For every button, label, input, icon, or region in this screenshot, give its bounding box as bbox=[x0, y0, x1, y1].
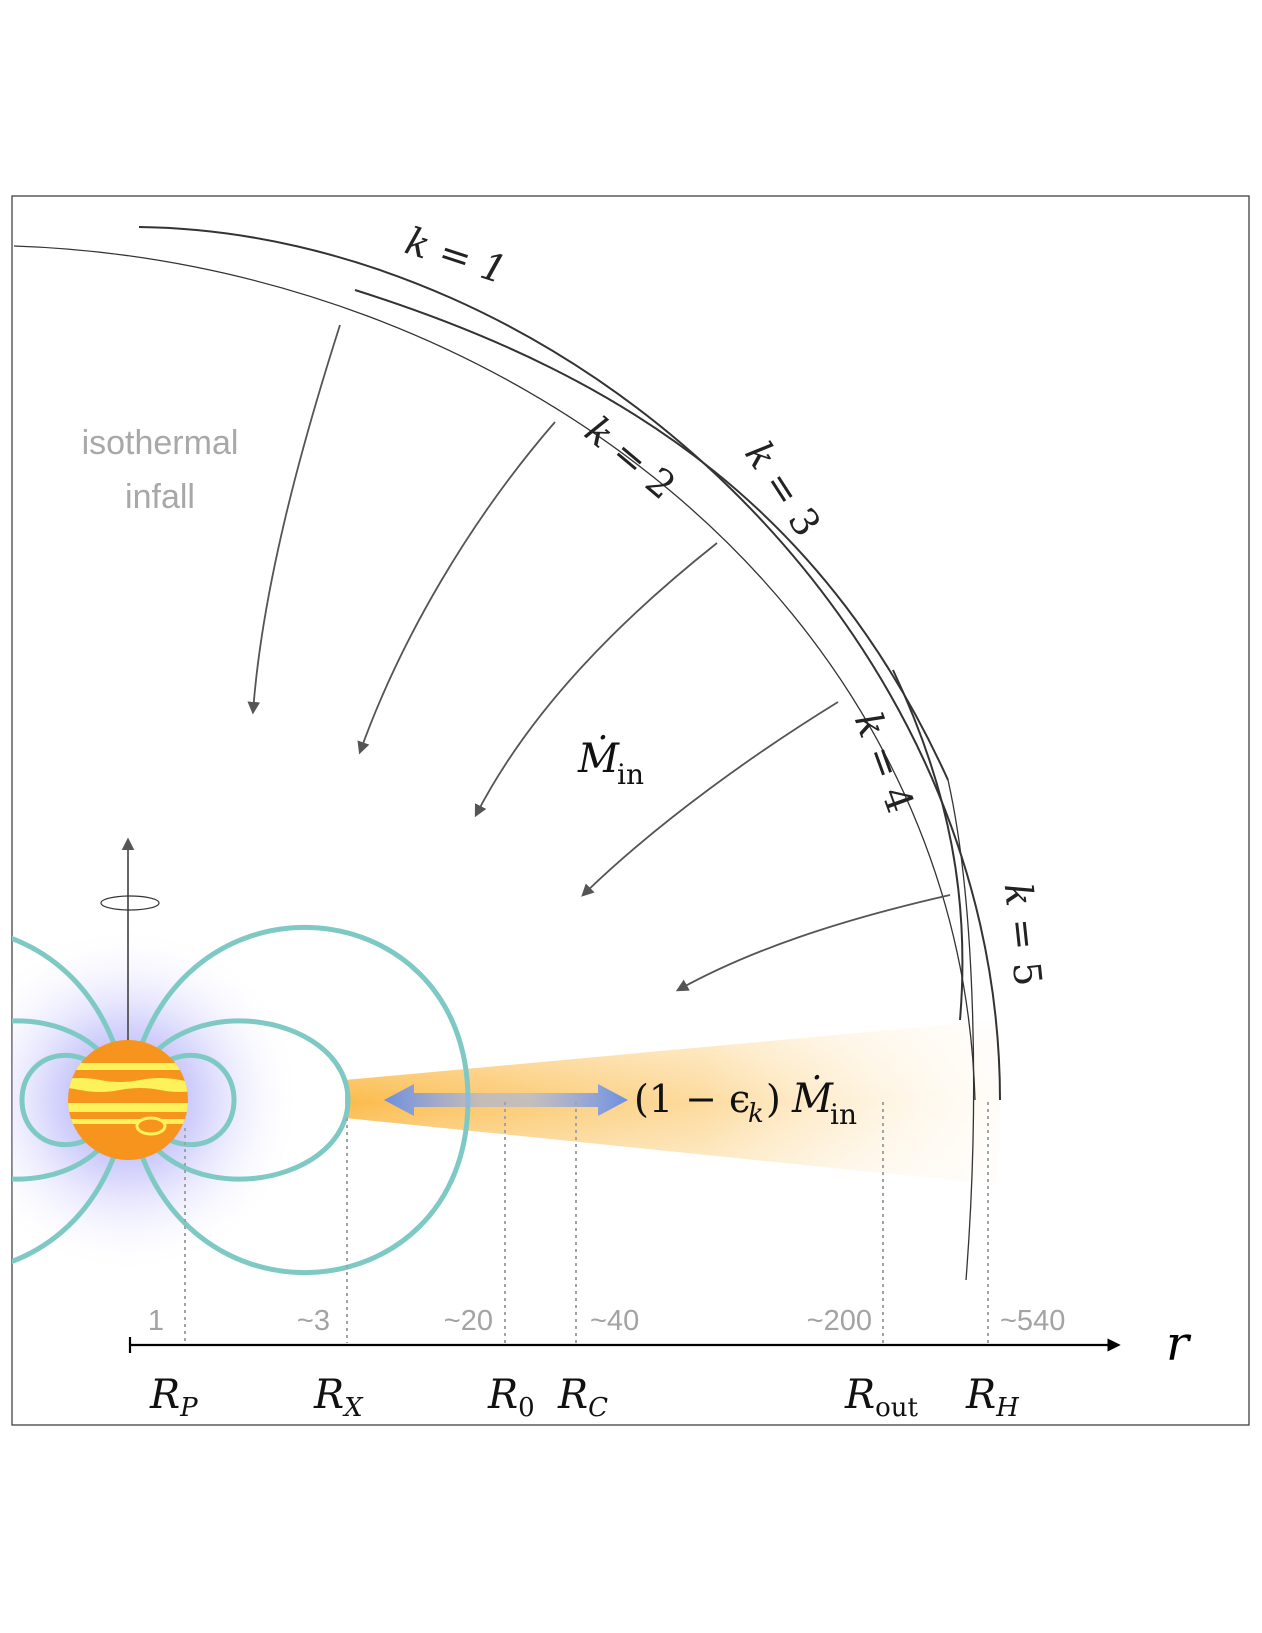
radius-symbol-letter: R bbox=[557, 1372, 588, 1418]
k-equals: = bbox=[998, 904, 1048, 964]
radius-value-3: ~20 bbox=[444, 1305, 493, 1337]
k-label-5: k = 5 bbox=[996, 881, 1051, 988]
radius-symbol-subscript: H bbox=[995, 1393, 1020, 1423]
disk-flow-arrow bbox=[384, 1084, 628, 1116]
mdot-in-label: Ṁ in bbox=[577, 735, 644, 791]
k-value: 5 bbox=[1004, 960, 1050, 989]
isothermal-label: isothermal bbox=[82, 424, 239, 462]
radius-value-2: ~3 bbox=[297, 1305, 330, 1337]
radius-symbol-letter: R bbox=[149, 1372, 180, 1418]
radius-symbol-letter: R bbox=[313, 1372, 344, 1418]
mdot-subscript: in bbox=[617, 758, 644, 791]
radius-symbol-2: RX bbox=[313, 1372, 364, 1423]
outflow-mdot-subscript: in bbox=[830, 1098, 857, 1131]
radius-guides bbox=[184, 1102, 989, 1343]
radius-value-5: ~200 bbox=[807, 1305, 872, 1337]
radius-symbol-subscript: out bbox=[875, 1393, 918, 1423]
radius-symbol-1: RP bbox=[149, 1372, 198, 1423]
circumplanetary-disk bbox=[345, 1020, 1000, 1185]
mdot-symbol: Ṁ bbox=[577, 735, 620, 782]
k-letter: k bbox=[996, 881, 1042, 909]
radius-symbol-letter: R bbox=[965, 1372, 996, 1418]
radius-symbol-subscript: P bbox=[179, 1393, 198, 1423]
radius-value-6: ~540 bbox=[1000, 1305, 1065, 1337]
outflow-mdot-symbol: Ṁ bbox=[791, 1075, 834, 1122]
radius-symbol-letter: R bbox=[487, 1372, 518, 1418]
shell-arcs bbox=[13, 226, 1001, 1281]
r-axis-label: r bbox=[1166, 1316, 1192, 1372]
radius-symbol-subscript: 0 bbox=[518, 1393, 535, 1423]
radius-value-4: ~40 bbox=[590, 1305, 639, 1337]
infall-label: infall bbox=[125, 478, 195, 516]
radius-symbol-subscript: X bbox=[342, 1393, 364, 1423]
radius-symbol-subscript: C bbox=[588, 1393, 608, 1423]
outflow-close-paren: ) bbox=[766, 1077, 781, 1121]
radius-symbol-letter: R bbox=[844, 1372, 875, 1418]
radius-symbol-5: Rout bbox=[844, 1372, 919, 1423]
radius-symbol-3: R0 bbox=[487, 1372, 535, 1423]
radius-symbol-6: RH bbox=[965, 1372, 1020, 1423]
planet-icon bbox=[68, 1040, 188, 1160]
radius-value-1: 1 bbox=[148, 1305, 164, 1337]
infall-streamlines bbox=[247, 324, 951, 992]
r-axis bbox=[128, 1337, 1121, 1353]
radius-symbol-4: RC bbox=[557, 1372, 608, 1423]
outflow-label: (1 − ϵ k ) Ṁ in bbox=[634, 1075, 857, 1131]
outflow-k-subscript: k bbox=[748, 1099, 764, 1129]
outflow-prefix: (1 − ϵ bbox=[634, 1077, 750, 1121]
rotation-axis bbox=[100, 837, 160, 1050]
